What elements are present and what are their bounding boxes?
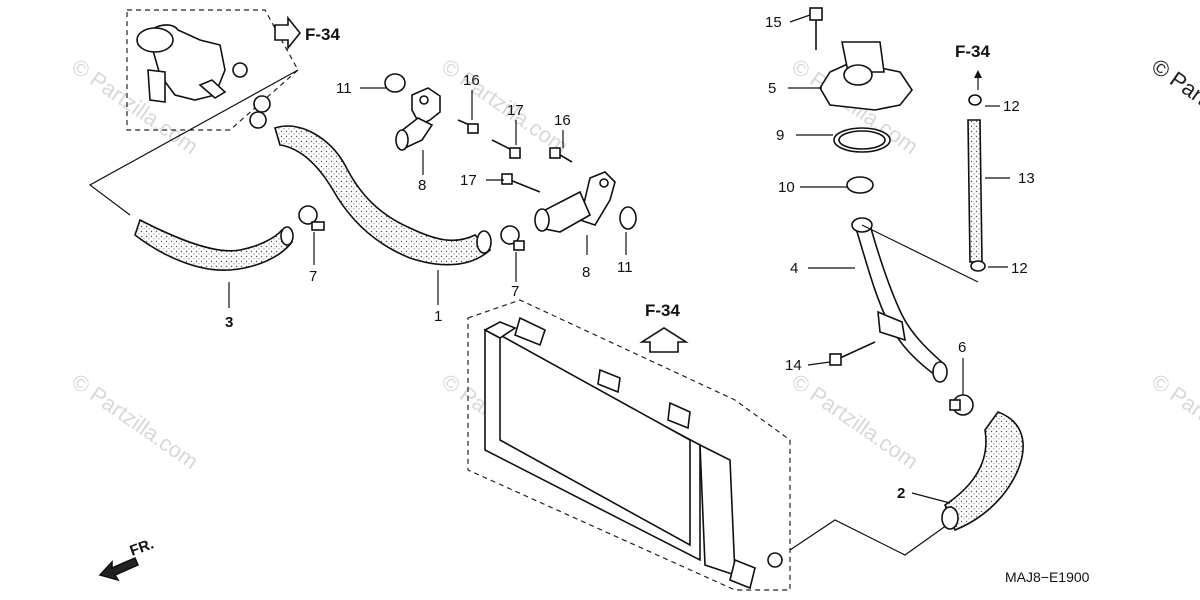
hose-2: [944, 411, 1024, 532]
radiator-outline: [467, 299, 791, 591]
ref-label: F-34: [955, 42, 991, 61]
callout-label: 4: [790, 260, 798, 277]
callout-label: 9: [776, 127, 784, 144]
cover-5: [819, 41, 913, 111]
hose-1: [274, 125, 492, 266]
watermark: © Partzilla.com: [1147, 54, 1200, 160]
clamp-7-left: [298, 205, 325, 231]
o-ring-11-top: [384, 73, 406, 93]
callout-label: 17: [460, 172, 477, 189]
callout-label: 2: [897, 485, 905, 502]
watermark: © Partzilla.com: [437, 54, 573, 160]
radiator: [483, 316, 783, 590]
callout-label: 8: [418, 177, 426, 194]
callout-label: 11: [617, 259, 633, 276]
thermostat-housing-group: [126, 9, 299, 131]
callout-label: 15: [765, 14, 782, 31]
front-label: FR.: [128, 536, 157, 560]
o-ring-11-right: [619, 206, 637, 230]
callout-label: 16: [463, 72, 480, 89]
callout-label: 13: [1018, 170, 1035, 187]
bolt-15: [809, 7, 823, 50]
callout-label: 10: [778, 179, 795, 196]
bolts: [457, 119, 573, 193]
front-arrow: FR.: [98, 536, 157, 582]
callout-label: 12: [1011, 260, 1028, 277]
arrow-right-icon: [274, 15, 302, 51]
arrow-up-icon: [639, 327, 689, 353]
clamp-6: [949, 394, 974, 416]
diagram-code: MAJ8−E1900: [1005, 569, 1090, 585]
o-ring-10: [846, 176, 874, 194]
callout-label: 7: [511, 283, 519, 300]
callout-label: 12: [1003, 98, 1020, 115]
tube-13: [967, 94, 986, 272]
watermark: © Partzilla.com: [67, 369, 203, 475]
bolt-14: [829, 341, 876, 366]
callout-label: 8: [582, 264, 590, 281]
joint-8-lower: [534, 171, 616, 233]
callout-label: 14: [785, 357, 802, 374]
callout-label: 6: [958, 339, 966, 356]
callout-label: 1: [434, 308, 442, 325]
callout-label: 11: [336, 80, 352, 97]
hose-3: [134, 218, 294, 271]
callout-label: 7: [309, 268, 317, 285]
watermark: © Partzilla.com: [787, 369, 923, 475]
pipe-4: [851, 217, 948, 383]
ref-label: F-34: [645, 301, 681, 320]
watermark: © Partzilla.com: [1147, 369, 1200, 475]
callout-label: 17: [507, 102, 524, 119]
joint-8-upper: [395, 87, 441, 151]
callout-label: 16: [554, 112, 571, 129]
clamp-7-middle: [500, 225, 525, 251]
callout-label: 5: [768, 80, 776, 97]
ref-label: F-34: [305, 25, 341, 44]
callout-label: 3: [225, 314, 233, 331]
